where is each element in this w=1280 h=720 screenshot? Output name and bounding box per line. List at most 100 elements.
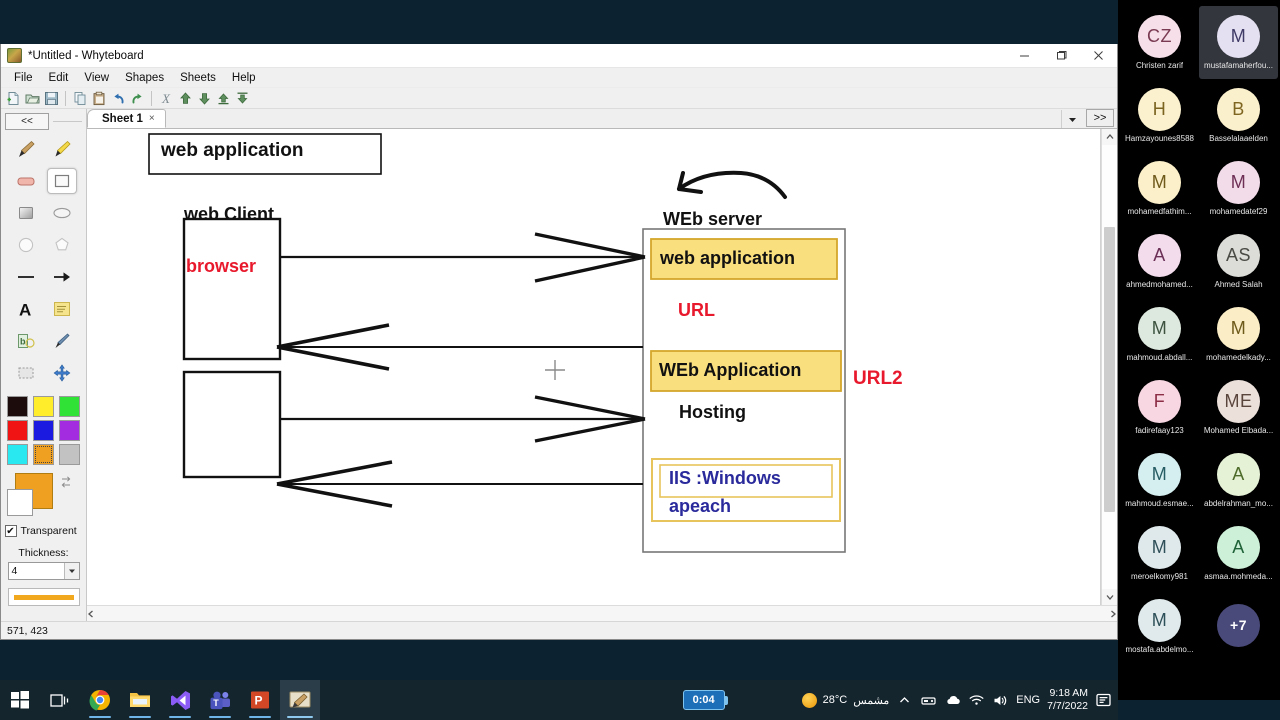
pen-tool[interactable] — [11, 136, 41, 162]
drawing-canvas[interactable]: web application web Client browser WEb s… — [87, 129, 1101, 605]
participant-tile[interactable]: A abdelrahman_mo... — [1199, 444, 1278, 517]
vertical-scrollbar[interactable] — [1101, 129, 1117, 605]
select-tool[interactable] — [11, 360, 41, 386]
menu-view[interactable]: View — [84, 71, 110, 84]
participant-tile[interactable]: M mohamedatef29 — [1199, 152, 1278, 225]
volume-icon[interactable] — [992, 694, 1009, 707]
microsoft-teams-icon[interactable]: T — [200, 680, 240, 720]
color-grey[interactable] — [58, 444, 80, 465]
color-orange[interactable] — [32, 444, 54, 465]
menu-sheets[interactable]: Sheets — [180, 71, 216, 84]
menu-help[interactable]: Help — [231, 71, 256, 84]
open-icon[interactable] — [23, 89, 41, 107]
participant-tile[interactable]: M mahmoud.abdall... — [1120, 298, 1199, 371]
arrow-tool[interactable] — [47, 264, 77, 290]
color-yellow[interactable] — [32, 396, 54, 417]
participant-tile[interactable]: AS Ahmed Salah — [1199, 225, 1278, 298]
tab-sheet-1[interactable]: Sheet 1 × — [87, 109, 166, 128]
participant-tile[interactable]: A asmaa.mohmeda... — [1199, 517, 1278, 590]
circle-tool[interactable] — [11, 232, 41, 258]
thickness-select[interactable]: 4 — [7, 562, 80, 580]
send-back-icon[interactable] — [233, 89, 251, 107]
move-up-icon[interactable] — [176, 89, 194, 107]
powerpoint-icon[interactable]: P — [240, 680, 280, 720]
color-blue[interactable] — [32, 420, 54, 441]
language-indicator[interactable]: ENG — [1016, 694, 1041, 706]
scroll-right-icon[interactable] — [1109, 605, 1117, 622]
new-icon[interactable] — [4, 89, 22, 107]
maximize-button[interactable] — [1043, 44, 1080, 67]
participant-tile[interactable]: A ahmedmohamed... — [1120, 225, 1199, 298]
highlighter-tool[interactable] — [47, 136, 77, 162]
participant-overflow-tile[interactable]: +7 — [1199, 590, 1278, 663]
rectangle-tool[interactable] — [46, 168, 77, 194]
chevron-down-icon[interactable] — [63, 563, 79, 579]
horizontal-scrollbar[interactable] — [87, 605, 1117, 622]
color-preview[interactable] — [6, 473, 53, 517]
delete-icon[interactable]: X — [157, 89, 175, 107]
participant-tile[interactable]: B Basselalaaelden — [1199, 79, 1278, 152]
eyedropper-tool[interactable] — [47, 328, 77, 354]
background-color-swatch[interactable] — [6, 489, 33, 516]
swap-colors-icon[interactable] — [59, 475, 73, 494]
weather-widget[interactable]: 28°C مشمس — [801, 692, 889, 708]
minimize-button[interactable] — [1006, 44, 1043, 67]
note-tool[interactable] — [47, 296, 77, 322]
media-tool[interactable]: b — [11, 328, 41, 354]
participant-tile[interactable]: M mohamedfathim... — [1120, 152, 1199, 225]
move-down-icon[interactable] — [195, 89, 213, 107]
eraser-tool[interactable] — [11, 168, 41, 194]
onedrive-sync-icon[interactable] — [920, 694, 937, 707]
text-tool[interactable]: A — [11, 296, 41, 322]
action-center-icon[interactable] — [1095, 693, 1112, 708]
start-button[interactable] — [0, 680, 40, 720]
clock[interactable]: 9:18 AM 7/7/2022 — [1047, 687, 1088, 713]
participant-tile[interactable]: ME Mohamed Elbada... — [1199, 371, 1278, 444]
file-explorer-icon[interactable] — [120, 680, 160, 720]
participant-tile[interactable]: M meroelkomy981 — [1120, 517, 1199, 590]
transparent-checkbox[interactable]: ✔ — [4, 525, 17, 537]
line-tool[interactable] — [11, 264, 41, 290]
scroll-up-icon[interactable] — [1102, 129, 1117, 145]
scroll-down-icon[interactable] — [1102, 589, 1117, 605]
chevron-up-icon[interactable] — [896, 695, 913, 706]
participant-tile[interactable]: H Hamzayounes8588 — [1120, 79, 1199, 152]
color-green[interactable] — [58, 396, 80, 417]
color-purple[interactable] — [58, 420, 80, 441]
participant-tile[interactable]: M mahmoud.esmae... — [1120, 444, 1199, 517]
participant-tile[interactable]: F fadirefaay123 — [1120, 371, 1199, 444]
whyteboard-taskbar-icon[interactable] — [280, 680, 320, 720]
chevron-down-icon[interactable] — [1061, 110, 1083, 128]
undo-icon[interactable] — [109, 89, 127, 107]
move-tool[interactable] — [47, 360, 77, 386]
vertical-scroll-thumb[interactable] — [1104, 227, 1115, 512]
task-view-button[interactable] — [40, 680, 80, 720]
color-cyan[interactable] — [7, 444, 29, 465]
wifi-icon[interactable] — [968, 694, 985, 706]
paste-icon[interactable] — [90, 89, 108, 107]
participant-tile[interactable]: M mostafa.abdelmo... — [1120, 590, 1199, 663]
vertical-scroll-track[interactable] — [1102, 145, 1117, 589]
save-icon[interactable] — [42, 89, 60, 107]
scroll-left-icon[interactable] — [87, 605, 95, 622]
menu-edit[interactable]: Edit — [48, 71, 69, 84]
visual-studio-icon[interactable] — [160, 680, 200, 720]
menu-shapes[interactable]: Shapes — [125, 71, 165, 84]
participant-tile[interactable]: M mustafamaherfou... — [1199, 6, 1278, 79]
cloud-icon[interactable] — [944, 695, 961, 706]
collapse-panel-button[interactable]: << — [5, 112, 49, 130]
participant-tile[interactable]: M mohamedelkady... — [1199, 298, 1278, 371]
copy-icon[interactable] — [71, 89, 89, 107]
more-tabs-button[interactable]: >> — [1086, 109, 1114, 127]
close-button[interactable] — [1080, 44, 1117, 67]
participant-tile[interactable]: CZ Christen zarif — [1120, 6, 1199, 79]
menu-file[interactable]: File — [14, 71, 33, 84]
color-red[interactable] — [7, 420, 29, 441]
ellipse-tool[interactable] — [47, 200, 77, 226]
close-icon[interactable]: × — [148, 113, 155, 124]
rounded-rectangle-tool[interactable] — [11, 200, 41, 226]
redo-icon[interactable] — [128, 89, 146, 107]
meeting-timer[interactable]: 0:04 — [682, 690, 728, 710]
bring-front-icon[interactable] — [214, 89, 232, 107]
chrome-icon[interactable] — [80, 680, 120, 720]
